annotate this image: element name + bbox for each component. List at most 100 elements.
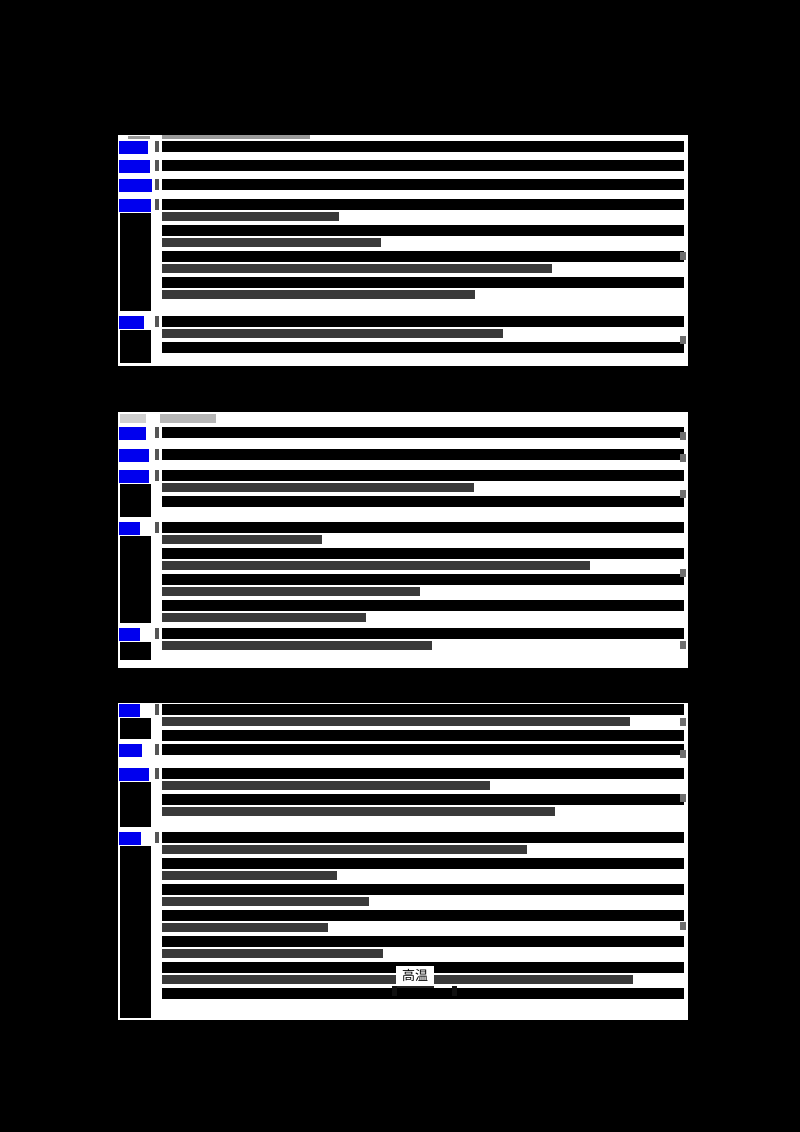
row-content-cell	[160, 448, 688, 467]
row-label-redaction	[120, 536, 151, 623]
row-separator	[155, 627, 160, 662]
row-label-redaction	[120, 484, 151, 517]
row-separator	[155, 315, 160, 365]
row-separator	[155, 831, 160, 1020]
margin-mark	[680, 490, 686, 498]
row-label-cell	[118, 703, 155, 741]
redacted-text-line	[162, 496, 684, 507]
row-label-cell	[118, 743, 155, 765]
table-row	[118, 469, 688, 519]
row-separator	[155, 743, 160, 765]
row-content-cell	[160, 469, 688, 519]
redacted-text-line	[162, 988, 684, 999]
row-label-cell	[118, 448, 155, 467]
redacted-text-line	[162, 613, 366, 622]
row-label-text	[119, 141, 148, 154]
redacted-text-line	[162, 225, 684, 236]
row-label-redaction	[120, 846, 151, 1018]
row-content-cell	[160, 198, 688, 313]
row-separator-mark	[155, 628, 159, 639]
table-row	[118, 743, 688, 765]
redacted-text-line	[162, 897, 369, 906]
row-separator	[155, 178, 160, 196]
table-row	[118, 140, 688, 157]
section-2-header-block-b	[160, 414, 216, 423]
row-separator	[155, 198, 160, 313]
row-content-cell	[160, 703, 688, 741]
redacted-text-line	[162, 936, 684, 947]
row-label-text	[119, 199, 151, 212]
redacted-text-line	[162, 949, 383, 958]
callout-cap-right	[452, 986, 457, 996]
row-label-text	[119, 832, 141, 845]
margin-mark	[680, 336, 686, 344]
redacted-text-line	[162, 717, 630, 726]
redacted-text-line	[162, 858, 684, 869]
redacted-text-line	[162, 641, 432, 650]
margin-mark	[680, 432, 686, 440]
redacted-text-line	[162, 574, 684, 585]
redacted-text-line	[162, 794, 684, 805]
row-content-cell	[160, 315, 688, 365]
table-row	[118, 426, 688, 446]
callout-label-high-temperature: 高温	[396, 966, 435, 988]
redacted-text-line	[162, 845, 527, 854]
row-label-redaction	[120, 642, 151, 660]
redacted-text-line	[162, 141, 684, 152]
redacted-text-line	[162, 522, 684, 533]
row-label-text	[119, 427, 146, 440]
section-1-top-rule	[128, 136, 150, 139]
row-separator-mark	[155, 470, 159, 481]
redacted-text-line	[162, 238, 381, 247]
row-content-cell	[160, 767, 688, 829]
row-label-cell	[118, 767, 155, 829]
row-content-cell	[160, 743, 688, 765]
row-label-cell	[118, 159, 155, 176]
redacted-text-line	[162, 160, 684, 171]
row-label-text	[119, 704, 140, 717]
redacted-text-line	[162, 548, 684, 559]
redacted-text-line	[162, 470, 684, 481]
row-content-cell	[160, 627, 688, 662]
row-label-cell	[118, 178, 155, 196]
row-separator	[155, 703, 160, 741]
row-label-text	[119, 470, 149, 483]
row-separator	[155, 469, 160, 519]
redacted-text-line	[162, 329, 503, 338]
row-label-text	[119, 628, 140, 641]
row-label-cell	[118, 627, 155, 662]
redacted-text-line	[162, 884, 684, 895]
row-separator-mark	[155, 427, 159, 438]
section-1	[118, 135, 688, 366]
margin-mark	[680, 922, 686, 930]
table-row	[118, 767, 688, 829]
row-label-cell	[118, 469, 155, 519]
row-label-cell	[118, 831, 155, 1020]
redacted-text-line	[162, 277, 684, 288]
row-label-redaction	[120, 213, 151, 311]
redacted-text-line	[162, 923, 328, 932]
redacted-text-line	[162, 910, 684, 921]
table-row	[118, 831, 688, 1020]
redacted-text-line	[162, 179, 684, 190]
redacted-text-line	[162, 449, 684, 460]
row-label-text	[119, 449, 149, 462]
redacted-text-line	[162, 704, 684, 715]
row-separator	[155, 767, 160, 829]
redacted-text-line	[162, 628, 684, 639]
row-label-cell	[118, 198, 155, 313]
row-content-cell	[160, 159, 688, 176]
row-label-text	[119, 744, 142, 757]
row-label-redaction	[120, 330, 151, 363]
margin-mark	[680, 252, 686, 260]
row-label-text	[119, 316, 144, 329]
row-separator	[155, 426, 160, 446]
table-row	[118, 315, 688, 365]
redacted-text-line	[162, 744, 684, 755]
row-content-cell	[160, 521, 688, 625]
row-label-cell	[118, 426, 155, 446]
redacted-text-line	[162, 483, 474, 492]
row-separator-mark	[155, 522, 159, 533]
margin-mark	[680, 750, 686, 758]
redacted-text-line	[162, 561, 590, 570]
